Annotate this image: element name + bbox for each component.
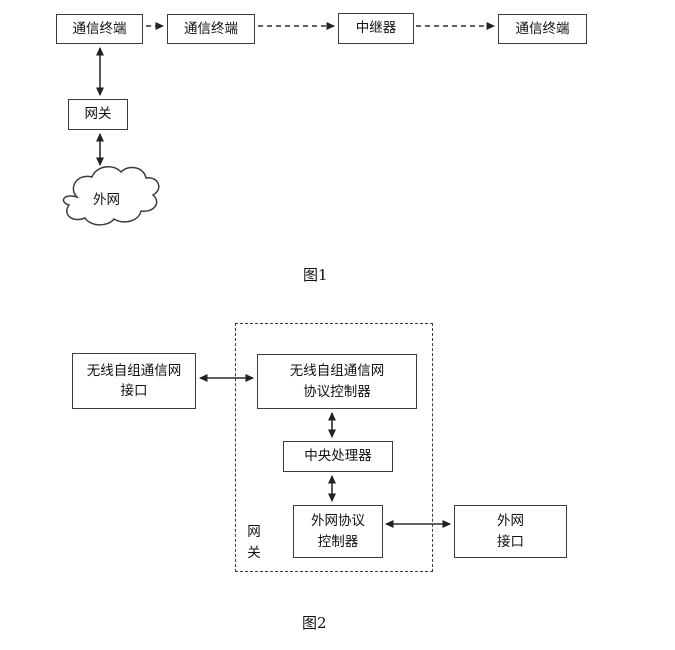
terminal2-box: 通信终端 [167, 14, 255, 44]
terminal1-box: 通信终端 [56, 14, 143, 44]
external-network-cloud [62, 165, 160, 226]
adhoc-protocol-controller-box: 无线自组通信网 协议控制器 [257, 354, 417, 409]
extnet-protocol-controller-box: 外网协议 控制器 [293, 505, 383, 558]
figure2-caption: 图2 [302, 614, 327, 632]
cpu-box: 中央处理器 [283, 441, 393, 472]
figure1-caption: 图1 [303, 266, 328, 284]
gateway-box: 网关 [68, 99, 128, 130]
gateway-dashed-boundary [235, 323, 433, 572]
extnet-interface-box: 外网 接口 [454, 505, 567, 558]
external-network-cloud-label: 外网 [93, 192, 120, 208]
terminal3-box: 通信终端 [498, 14, 587, 44]
repeater-box: 中继器 [338, 13, 414, 44]
gateway-boundary-label: 网 关 [247, 524, 261, 561]
adhoc-network-interface-box: 无线自组通信网 接口 [72, 353, 196, 409]
